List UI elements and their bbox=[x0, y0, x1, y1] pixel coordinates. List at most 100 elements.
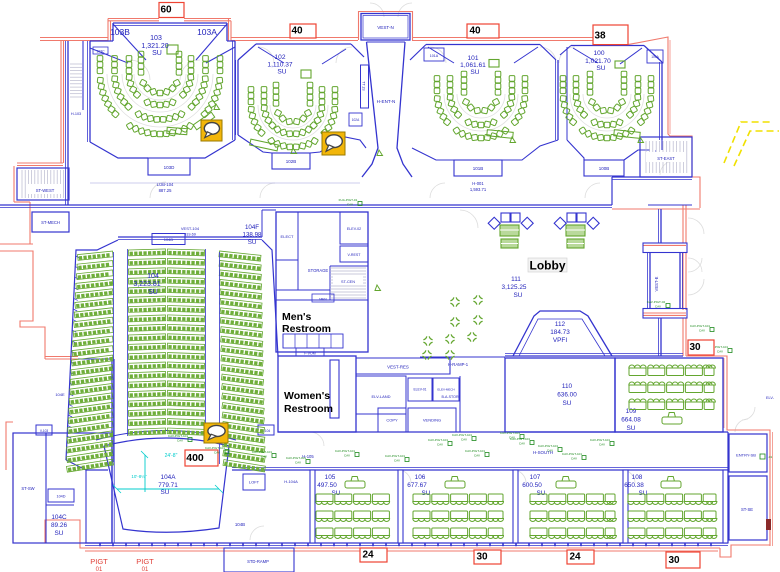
svg-text:138.98: 138.98 bbox=[243, 232, 262, 239]
svg-text:CAV: CAV bbox=[655, 304, 662, 308]
svg-text:01: 01 bbox=[142, 567, 149, 572]
svg-text:SU: SU bbox=[563, 400, 572, 407]
svg-text:104: 104 bbox=[147, 273, 159, 280]
svg-text:CAV-PIGT-101: CAV-PIGT-101 bbox=[690, 324, 711, 328]
svg-text:SU: SU bbox=[627, 425, 636, 432]
svg-text:CAV-PIGT-101: CAV-PIGT-101 bbox=[205, 446, 226, 450]
svg-text:102B: 102B bbox=[286, 159, 297, 164]
svg-text:ELECT: ELECT bbox=[281, 234, 294, 239]
svg-text:1,110.37: 1,110.37 bbox=[267, 62, 293, 69]
svg-text:111: 111 bbox=[511, 276, 521, 283]
svg-text:60: 60 bbox=[160, 5, 172, 16]
svg-text:ST-CEN: ST-CEN bbox=[341, 280, 355, 284]
svg-text:3,125.25: 3,125.25 bbox=[502, 284, 527, 291]
svg-text:CAV: CAV bbox=[599, 442, 606, 446]
svg-text:184.73: 184.73 bbox=[550, 329, 570, 336]
svg-text:664.08: 664.08 bbox=[621, 417, 641, 424]
svg-text:CAV: CAV bbox=[717, 349, 724, 353]
svg-text:STD-RAMP: STD-RAMP bbox=[247, 559, 269, 564]
svg-text:CAV-PIGT-101: CAV-PIGT-101 bbox=[538, 444, 559, 448]
svg-text:01: 01 bbox=[96, 567, 103, 572]
svg-text:CAV-PIGT-02: CAV-PIGT-02 bbox=[647, 300, 666, 304]
svg-text:108: 108 bbox=[632, 474, 643, 481]
svg-text:SU: SU bbox=[161, 489, 170, 496]
svg-text:CAV: CAV bbox=[437, 442, 444, 446]
svg-text:LOFT: LOFT bbox=[249, 480, 260, 485]
svg-text:LOB-104: LOB-104 bbox=[157, 182, 174, 187]
svg-text:600.50: 600.50 bbox=[522, 482, 542, 489]
svg-text:H-RAMP-1: H-RAMP-1 bbox=[448, 362, 469, 367]
svg-text:ST-SE: ST-SE bbox=[741, 507, 753, 512]
svg-text:107: 107 bbox=[530, 474, 541, 481]
svg-text:SU: SU bbox=[148, 289, 158, 296]
svg-text:10'-8¼": 10'-8¼" bbox=[131, 474, 147, 479]
svg-text:112: 112 bbox=[555, 321, 566, 328]
svg-text:ENTRY-SB: ENTRY-SB bbox=[736, 453, 756, 458]
svg-text:CAV: CAV bbox=[295, 460, 302, 464]
svg-text:650.38: 650.38 bbox=[624, 482, 644, 489]
svg-text:F-VOM: F-VOM bbox=[304, 352, 316, 356]
svg-text:CAV-PIGT-101: CAV-PIGT-101 bbox=[452, 433, 473, 437]
svg-text:100: 100 bbox=[593, 50, 604, 57]
svg-text:SU: SU bbox=[277, 69, 286, 76]
svg-text:1,061.61: 1,061.61 bbox=[460, 62, 486, 69]
svg-text:103B: 103B bbox=[110, 27, 130, 37]
svg-text:VEST-RES: VEST-RES bbox=[387, 365, 409, 370]
svg-text:40: 40 bbox=[291, 26, 303, 37]
svg-text:110: 110 bbox=[562, 383, 573, 390]
svg-text:SU: SU bbox=[514, 292, 523, 299]
svg-text:24'-8": 24'-8" bbox=[165, 453, 178, 459]
svg-text:40: 40 bbox=[469, 26, 481, 37]
svg-text:CAV-PIGT-101: CAV-PIGT-101 bbox=[590, 438, 611, 442]
svg-text:30: 30 bbox=[689, 342, 701, 353]
svg-text:779.71: 779.71 bbox=[158, 482, 178, 489]
svg-text:24: 24 bbox=[362, 550, 374, 561]
svg-text:CAV-PIGT-101: CAV-PIGT-101 bbox=[385, 454, 406, 458]
svg-text:30: 30 bbox=[476, 552, 488, 563]
svg-text:1,021.70: 1,021.70 bbox=[585, 58, 611, 65]
svg-text:ST-LL: ST-LL bbox=[362, 81, 366, 91]
svg-text:400: 400 bbox=[186, 452, 204, 464]
svg-text:ST-WEST: ST-WEST bbox=[36, 188, 55, 193]
svg-text:636.00: 636.00 bbox=[557, 392, 577, 399]
svg-text:103: 103 bbox=[150, 35, 162, 42]
svg-text:101B: 101B bbox=[473, 166, 484, 171]
svg-text:SU: SU bbox=[152, 50, 162, 57]
svg-text:887.25: 887.25 bbox=[159, 188, 172, 193]
svg-text:H-SOUTH: H-SOUTH bbox=[533, 450, 553, 455]
svg-text:103A: 103A bbox=[197, 27, 217, 37]
svg-text:H-105: H-105 bbox=[302, 454, 314, 459]
svg-text:CAV-PIGT-101: CAV-PIGT-101 bbox=[168, 434, 189, 438]
svg-text:ELV-: ELV- bbox=[766, 396, 775, 400]
svg-text:103D: 103D bbox=[164, 165, 176, 170]
svg-text:104C: 104C bbox=[51, 514, 67, 521]
svg-text:CAV: CAV bbox=[519, 441, 526, 445]
svg-text:CAV-PIGT-101: CAV-PIGT-101 bbox=[428, 438, 449, 442]
svg-text:102A: 102A bbox=[352, 118, 360, 122]
svg-text:497.50: 497.50 bbox=[317, 482, 337, 489]
svg-text:SU: SU bbox=[248, 239, 257, 246]
svg-text:CAV: CAV bbox=[461, 437, 468, 441]
svg-text:SU: SU bbox=[470, 69, 479, 76]
svg-text:24: 24 bbox=[569, 552, 581, 563]
svg-text:102: 102 bbox=[274, 54, 285, 61]
svg-text:677.67: 677.67 bbox=[407, 482, 427, 489]
svg-text:ELV-LAND: ELV-LAND bbox=[371, 394, 390, 399]
svg-text:3,223.81: 3,223.81 bbox=[133, 281, 160, 288]
svg-text:CAV-PIGT-101: CAV-PIGT-101 bbox=[252, 450, 273, 454]
svg-text:101A: 101A bbox=[430, 54, 439, 58]
svg-text:VPFI: VPFI bbox=[553, 337, 567, 344]
svg-text:H-104A: H-104A bbox=[284, 479, 298, 484]
svg-text:CAV: CAV bbox=[261, 454, 268, 458]
svg-text:104E: 104E bbox=[55, 392, 65, 397]
svg-text:V-103: V-103 bbox=[40, 429, 49, 433]
svg-text:SU: SU bbox=[55, 530, 64, 537]
svg-text:89.26: 89.26 bbox=[51, 522, 67, 529]
svg-text:CAV-PIGT-101: CAV-PIGT-101 bbox=[500, 431, 521, 435]
svg-text:Men's: Men's bbox=[282, 311, 311, 323]
svg-text:ST-SW: ST-SW bbox=[21, 486, 34, 491]
svg-text:ELEV-02: ELEV-02 bbox=[347, 227, 361, 231]
svg-text:30: 30 bbox=[668, 555, 680, 566]
svg-text:104B: 104B bbox=[235, 522, 245, 527]
svg-text:VEST-E: VEST-E bbox=[654, 276, 659, 291]
